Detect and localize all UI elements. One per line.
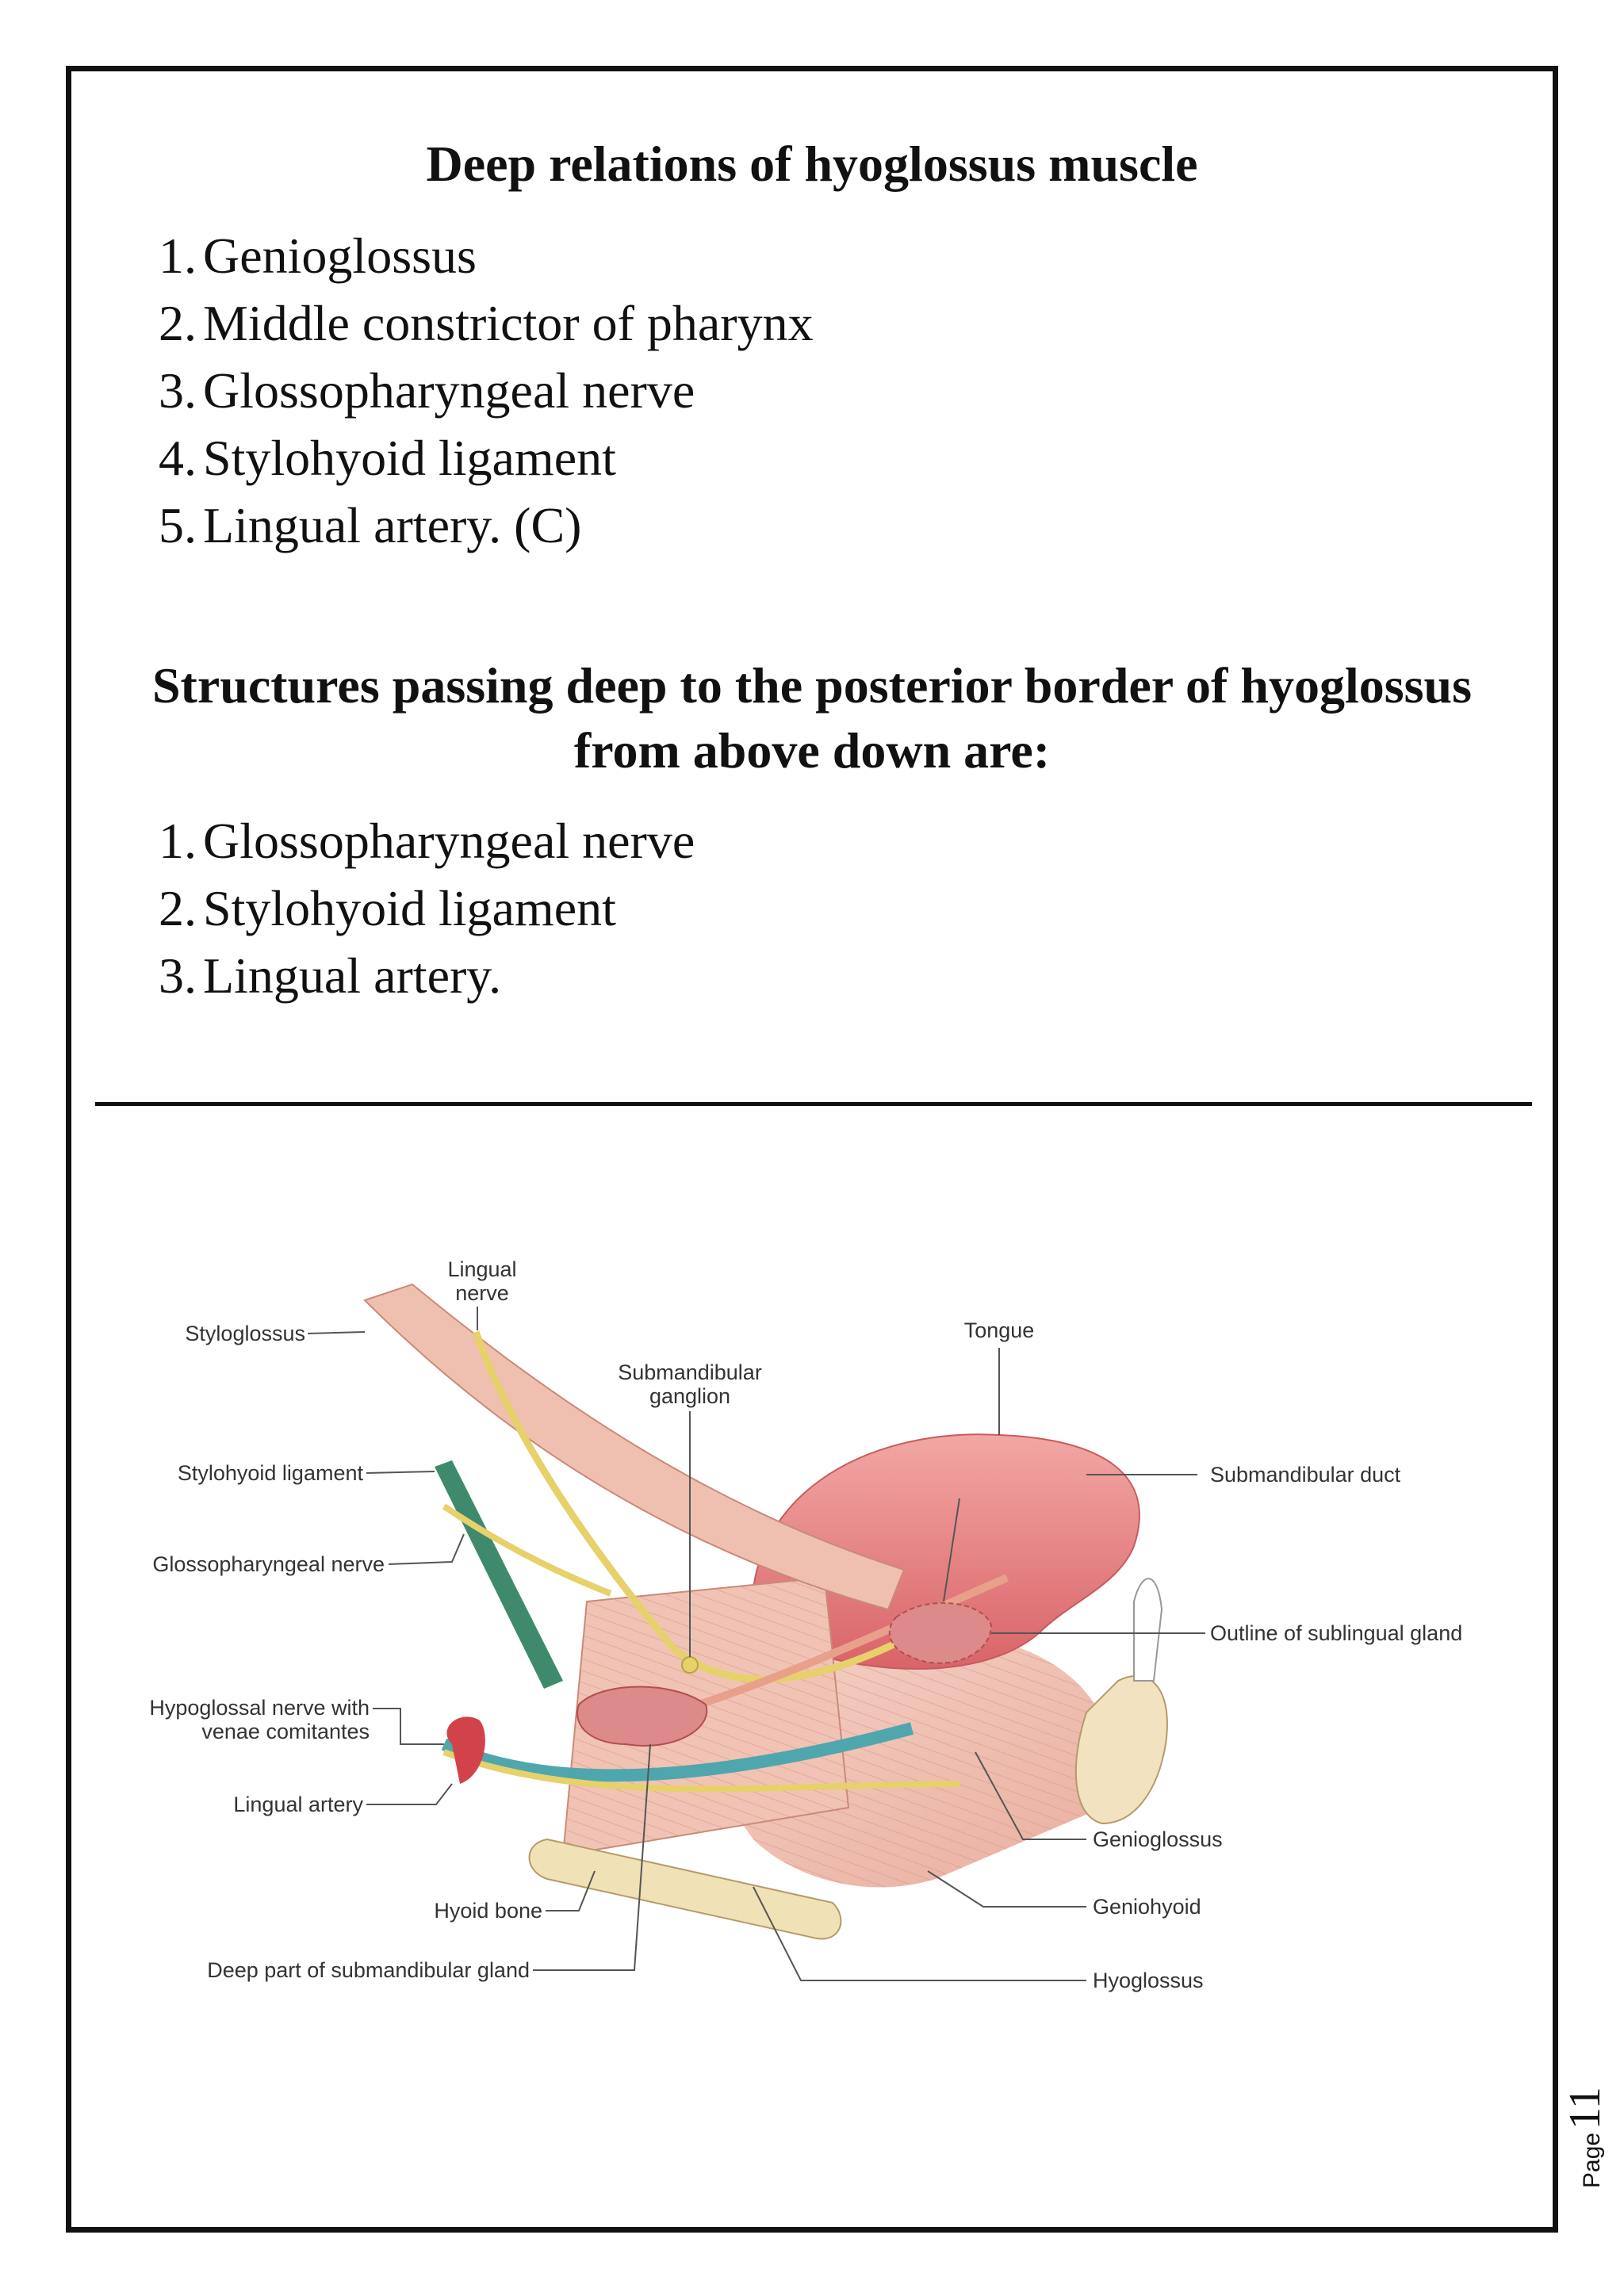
page-number: 11	[1566, 2087, 1610, 2130]
page-number-marker: Page 11	[1566, 2087, 1610, 2188]
stylohyoid-ligament-shape	[435, 1460, 563, 1689]
submandibular-duct-shape	[672, 1574, 1009, 1716]
label-genioglossus: Genioglossus	[1093, 1827, 1223, 1851]
label-lingual-artery: Lingual artery	[233, 1793, 363, 1816]
label-lingual-nerve-1: Lingual	[447, 1257, 516, 1281]
section-2-title: Structures passing deep to the posterior…	[95, 653, 1529, 783]
label-tongue: Tongue	[964, 1318, 1035, 1342]
list-item: 1.Genioglossus	[159, 228, 477, 284]
label-hyoid-bone: Hyoid bone	[434, 1899, 542, 1923]
page-border	[66, 66, 1558, 2233]
page-word: Page	[1579, 2133, 1605, 2188]
list-item: 3.Lingual artery.	[159, 947, 502, 1004]
hypoglossal-nerve-core	[442, 1749, 960, 1793]
label-hyoglossus: Hyoglossus	[1093, 1969, 1204, 1992]
list-item: 1.Glossopharyngeal nerve	[159, 813, 695, 869]
deep-relations-list: 1.Genioglossus 2.Middle constrictor of p…	[143, 222, 814, 559]
lingual-nerve-shape	[472, 1330, 962, 1683]
glossopharyngeal-nerve-shape	[442, 1503, 612, 1597]
hyoid-bone-shape	[528, 1838, 842, 1940]
label-styloglossus: Styloglossus	[185, 1322, 305, 1345]
label-geniohyoid: Geniohyoid	[1093, 1895, 1201, 1919]
sublingual-gland-shape	[888, 1601, 993, 1664]
horizontal-rule	[95, 1102, 1532, 1106]
list-item: 2.Middle constrictor of pharynx	[159, 295, 814, 351]
submandibular-ganglion-shape	[681, 1656, 699, 1674]
label-submandibular-ganglion-1: Submandibular	[618, 1360, 762, 1384]
list-item: 3.Glossopharyngeal nerve	[159, 362, 695, 419]
section-1-title: Deep relations of hyoglossus muscle	[426, 136, 1198, 192]
list-item: 5.Lingual artery. (C)	[159, 497, 582, 553]
hypoglossal-nerve-shape	[441, 1722, 914, 1782]
label-submandibular-duct: Submandibular duct	[1210, 1463, 1401, 1487]
list-item: 4.Stylohyoid ligament	[159, 430, 616, 486]
tongue-shape	[751, 1433, 1140, 1670]
label-sublingual-gland: Outline of sublingual gland	[1210, 1621, 1462, 1645]
label-glossopharyngeal-nerve: Glossopharyngeal nerve	[152, 1552, 385, 1576]
section-2-title-line-1: Structures passing deep to the posterior…	[151, 657, 1473, 714]
section-2-title-line-2: from above down are:	[573, 722, 1051, 779]
label-deep-submandibular-gland: Deep part of submandibular gland	[207, 1958, 530, 1982]
label-lingual-nerve-2: nerve	[455, 1281, 509, 1305]
lingual-artery-shape	[446, 1716, 485, 1784]
incisor-tooth-shape	[1133, 1578, 1163, 1682]
submandibular-gland-shape	[576, 1686, 708, 1747]
mandible-shape	[1074, 1675, 1168, 1825]
label-submandibular-ganglion-2: ganglion	[649, 1384, 730, 1408]
label-hypoglossal-2: venae comitantes	[201, 1720, 370, 1743]
hyoglossus-anatomy-illustration: Styloglossus Lingual nerve Tongue Subman…	[149, 1257, 1462, 1992]
styloglossus-shape	[363, 1283, 906, 1611]
posterior-border-list: 1.Glossopharyngeal nerve 2.Stylohyoid li…	[143, 807, 695, 1009]
label-hypoglossal-1: Hypoglossal nerve with	[149, 1696, 370, 1720]
list-item: 2.Stylohyoid ligament	[159, 880, 616, 936]
label-stylohyoid-ligament: Stylohyoid ligament	[178, 1461, 364, 1485]
